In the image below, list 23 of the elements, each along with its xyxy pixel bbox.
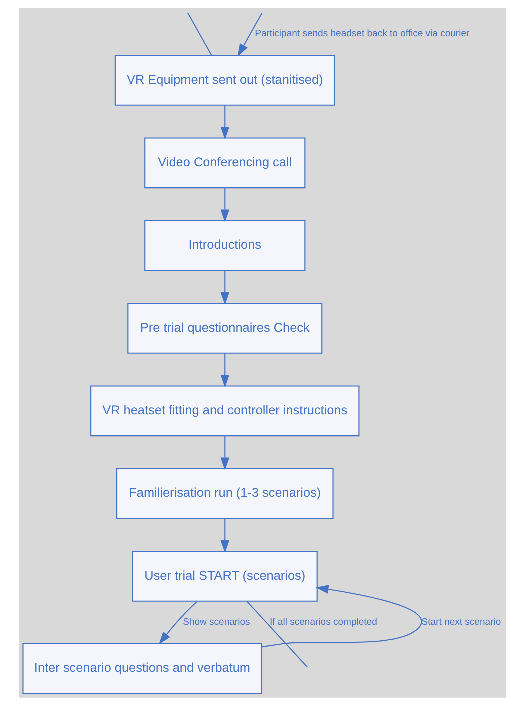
node-box: Inter scenario questions and verbatum xyxy=(22,643,262,694)
node-box: Pre trial questionnaires Check xyxy=(127,303,322,354)
connector xyxy=(187,12,212,56)
arrow xyxy=(220,271,230,306)
arrow xyxy=(261,585,422,648)
node-box: Familierisation run (1-3 scenarios) xyxy=(116,468,334,520)
arrow xyxy=(237,12,262,57)
node-box: User trial START (scenarios) xyxy=(132,551,318,602)
node-box: VR Equipment sent out (stanitised) xyxy=(114,55,335,106)
arrow xyxy=(158,601,198,645)
node-box: Introductions xyxy=(144,220,306,272)
edge-label: Start next scenario xyxy=(421,616,501,628)
arrow xyxy=(220,106,230,140)
connector xyxy=(246,601,308,668)
arrow xyxy=(220,188,230,222)
arrow xyxy=(220,519,230,554)
node-box: VR heatset fitting and controller instructions xyxy=(90,386,360,437)
arrow xyxy=(220,354,230,388)
edge-label: Show scenarios xyxy=(182,616,250,628)
node-box: Video Conferencing call xyxy=(144,138,306,189)
edge-label: If all scenarios completed xyxy=(270,616,377,628)
arrow xyxy=(220,436,230,470)
edge-label: Participant sends headset back to office via courier xyxy=(254,28,470,40)
